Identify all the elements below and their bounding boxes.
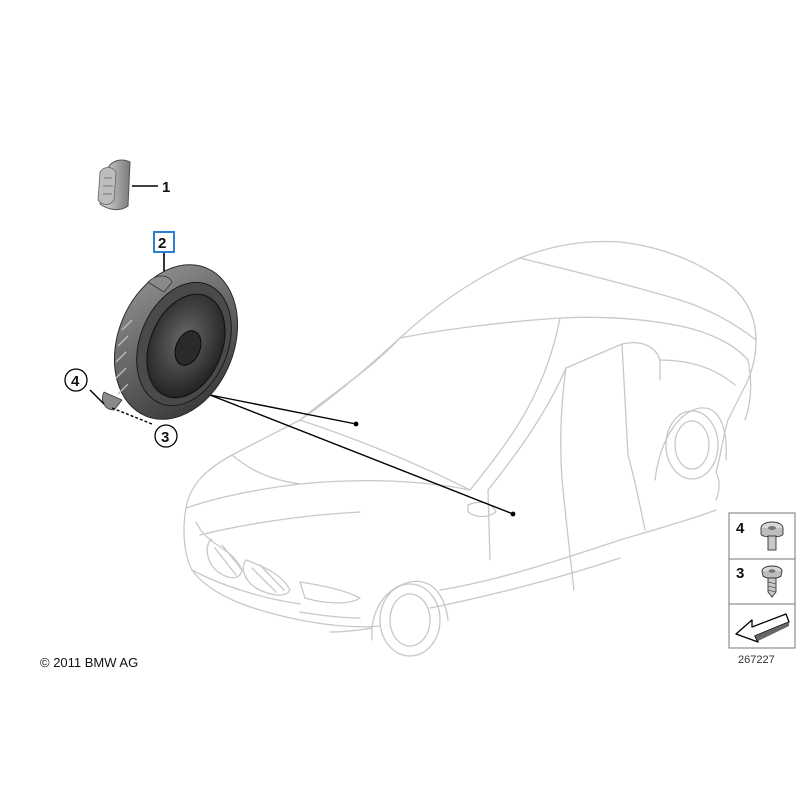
tweeter-part: [97, 159, 158, 211]
location-dot-upper: [353, 421, 359, 427]
callout-label-4: 4: [71, 373, 80, 390]
fastener-legend: 4 3: [728, 512, 796, 649]
legend-label-4: 4: [736, 520, 745, 537]
nut-icon: [760, 521, 784, 551]
callout-3: 3: [154, 424, 178, 448]
arrow-icon: [735, 613, 790, 643]
diagram-number: 267227: [738, 654, 775, 666]
legend-label-3: 3: [736, 565, 744, 582]
screw-leaders: [89, 389, 153, 425]
copyright-text: © 2011 BMW AG: [40, 655, 139, 670]
woofer-part: [102, 252, 239, 420]
callout-label-2: 2: [158, 235, 166, 252]
callout-2-highlight: [153, 231, 175, 253]
callout-label-1: 1: [162, 179, 170, 196]
leader-lines: [209, 394, 514, 515]
car-outline: [183, 240, 757, 657]
callout-2[interactable]: 2: [153, 231, 175, 253]
screw-icon: [761, 565, 783, 598]
location-dot-lower: [510, 511, 516, 517]
callout-4: 4: [64, 368, 88, 392]
callout-label-3: 3: [161, 429, 169, 446]
callout-1: 1: [162, 179, 170, 196]
